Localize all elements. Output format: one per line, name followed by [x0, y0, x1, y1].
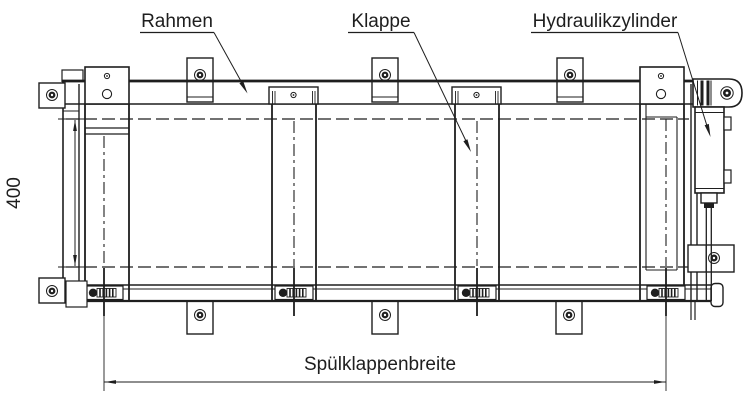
hinge-3: [457, 268, 497, 316]
height-dimension-value: 400: [4, 177, 25, 209]
bolt-icon: [383, 313, 387, 317]
bolt-icon: [50, 93, 54, 97]
bolt-icon: [50, 289, 54, 293]
port-fitting: [723, 116, 732, 131]
tab-bolts: [194, 69, 576, 321]
width-dimension-label: Spülklappenbreite: [304, 354, 456, 375]
bolt-icon: [198, 73, 202, 77]
dimension-width: Spülklappenbreite: [103, 316, 667, 391]
hidden-flap-edges: [66, 118, 689, 268]
mounting-tab-left-top: [38, 82, 66, 109]
hinge-1: [84, 268, 124, 316]
port-fitting: [723, 169, 732, 184]
cylinder-body: [694, 106, 725, 194]
leader-arrow: [704, 123, 711, 137]
frame-bottom-rail: [63, 282, 724, 308]
callout-klappe: Klappe: [348, 11, 471, 152]
dimension-height: 400: [4, 120, 77, 266]
rib-1: [84, 66, 130, 301]
bolt-icon: [567, 313, 571, 317]
frame-top-rail: [61, 69, 693, 105]
label-klappe: Klappe: [351, 11, 410, 32]
dim-arrow-left: [104, 380, 116, 384]
callout-rahmen: Rahmen: [140, 11, 248, 94]
hinge-2: [274, 268, 314, 316]
clevis-mount: [692, 78, 743, 108]
label-rahmen: Rahmen: [141, 11, 213, 32]
dim-arrow-right: [654, 380, 666, 384]
rail-end-cap: [710, 282, 724, 308]
leader-arrow: [463, 139, 471, 152]
callout-hydraulikzylinder: Hydraulikzylinder: [531, 11, 711, 137]
frame-left-edge: [62, 81, 80, 302]
dim-arrow-down: [73, 255, 77, 266]
hinge-arm-bracket: [639, 66, 685, 105]
bolt-icon: [568, 73, 572, 77]
rib-3: [451, 86, 502, 301]
rib-2: [268, 86, 319, 301]
bolt-icon: [198, 313, 202, 317]
bolt-icon: [712, 256, 716, 260]
hinge-4: [646, 268, 686, 316]
dim-arrow-up: [73, 120, 77, 131]
pivot-bolt-icon: [725, 91, 729, 95]
rod-gland: [700, 192, 718, 204]
mounting-tab-left-bottom: [38, 277, 66, 304]
hydraulic-cylinder: [687, 78, 743, 301]
bolt-icon: [383, 73, 387, 77]
leader-arrow: [239, 81, 248, 94]
label-hydraulikzylinder: Hydraulikzylinder: [533, 11, 678, 32]
corner-block: [65, 280, 88, 308]
rib-4: [639, 66, 685, 301]
rod-nut: [704, 203, 714, 208]
